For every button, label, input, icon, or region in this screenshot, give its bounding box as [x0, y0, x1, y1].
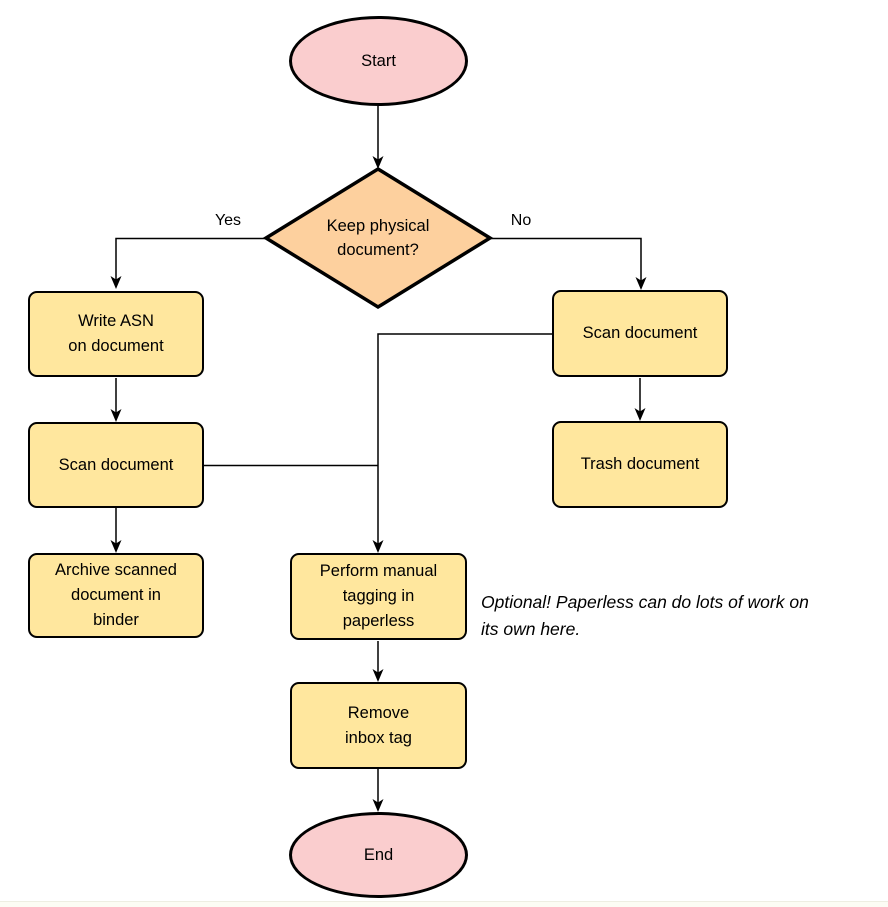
node-scan-document-right: Scan document [552, 290, 728, 377]
edge-scan-right-perform [377, 333, 552, 544]
arrowhead [634, 408, 646, 421]
arrowhead [372, 669, 384, 682]
edge-decision-scan-right [490, 237, 642, 281]
node-scan-document-left: Scan document [28, 422, 204, 508]
arrowhead [110, 409, 122, 422]
node-decision-keep-physical: Keep physical document? [266, 169, 490, 307]
node-write-asn-on-document: Write ASN on document [28, 291, 204, 377]
note-optional-paperless: Optional! Paperless can do lots of work … [481, 589, 809, 643]
node-label: Archive scanned [55, 561, 177, 579]
node-label: binder [93, 611, 139, 629]
node-label: inbox tag [345, 728, 412, 747]
node-end: End [289, 812, 468, 898]
note-line: Optional! Paperless can do lots of work … [481, 592, 809, 612]
node-label: Write ASN [78, 312, 154, 330]
node-label: Trash document [580, 455, 700, 473]
arrowhead [635, 277, 647, 290]
arrowhead [110, 540, 122, 553]
node-label: Scan document [582, 324, 698, 342]
edge-decision-write-asn [115, 237, 266, 280]
node-label: Start [361, 51, 396, 70]
node-label: Remove [347, 703, 410, 722]
node-label: tagging in [342, 587, 415, 605]
arrowhead [372, 156, 384, 169]
edge-label-no: No [510, 212, 532, 229]
node-remove-inbox-tag: Remove inbox tag [290, 682, 467, 769]
note-line: its own here. [481, 619, 581, 639]
node-start: Start [289, 16, 468, 106]
arrowhead [372, 799, 384, 812]
edge-label-yes: Yes [214, 212, 242, 229]
node-label: paperless [342, 612, 415, 630]
node-label: Perform manual [319, 562, 438, 580]
node-label: document? [337, 241, 419, 259]
arrowhead [110, 276, 122, 289]
node-label: Keep physical [326, 217, 430, 235]
node-trash-document: Trash document [552, 421, 728, 508]
node-archive-scanned-document: Archive scanned document in binder [28, 553, 204, 638]
node-label: Scan document [58, 455, 174, 474]
page-bottom-strip [0, 901, 888, 907]
node-label: document in [71, 586, 161, 604]
node-label: on document [68, 337, 164, 355]
node-label: End [363, 845, 394, 864]
node-perform-manual-tagging: Perform manual tagging in paperless [290, 553, 467, 640]
arrowhead [372, 540, 384, 553]
